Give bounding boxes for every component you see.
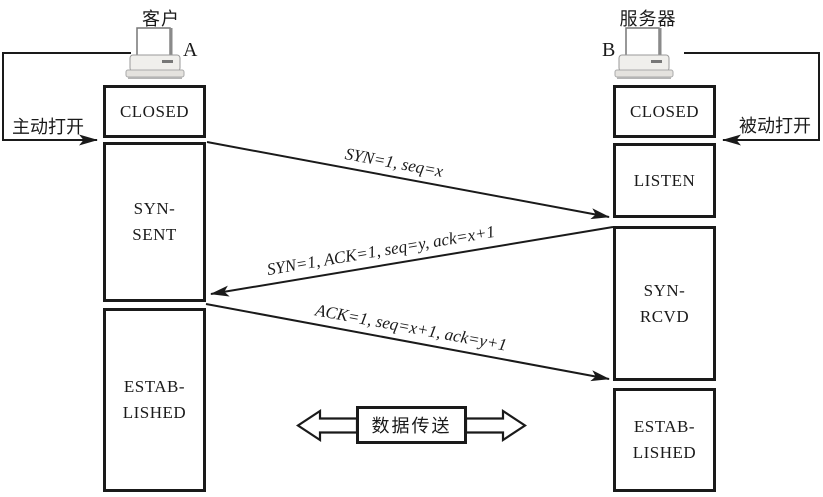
state-label-line: ESTAB- <box>633 417 696 436</box>
state-label-line: CLOSED <box>119 101 190 121</box>
data-transfer-right-arrow <box>464 408 527 443</box>
state-label-line: LISHED <box>632 443 697 462</box>
client-state-closed: CLOSED <box>103 85 206 138</box>
server-title: 服务器 <box>619 9 677 29</box>
active-open-label: 主动打开 <box>12 117 84 137</box>
state-label-line: CLOSED <box>629 101 700 121</box>
client-title: 客户 <box>142 9 180 29</box>
server-computer-icon <box>614 27 674 79</box>
state-label-line: SENT <box>132 225 177 244</box>
server-state-closed: CLOSED <box>613 85 716 138</box>
state-label-line: ESTAB- <box>123 377 186 396</box>
server-state-listen: LISTEN <box>613 143 716 218</box>
server-state-established: ESTAB- LISHED <box>613 388 716 492</box>
server-host-letter: B <box>602 39 616 61</box>
server-state-syn-rcvd: SYN- RCVD <box>613 226 716 381</box>
state-label-line: LISTEN <box>633 170 696 190</box>
state-label-line: SYN- <box>133 199 176 218</box>
client-host-letter: A <box>183 39 198 61</box>
client-state-established: ESTAB- LISHED <box>103 308 206 492</box>
client-state-syn-sent: SYN- SENT <box>103 142 206 302</box>
active-open-arrow <box>2 52 131 146</box>
state-label-line: RCVD <box>639 306 690 326</box>
ack-arrow <box>205 303 610 382</box>
state-label-line: SYN- <box>643 280 686 300</box>
data-transfer-left-arrow <box>296 408 359 443</box>
passive-open-arrow <box>684 52 820 146</box>
data-transfer-box: 数据传送 <box>356 406 467 444</box>
client-computer-icon <box>125 27 185 79</box>
syn-arrow <box>206 141 610 220</box>
state-label-line: LISHED <box>122 403 187 422</box>
passive-open-label: 被动打开 <box>739 116 811 136</box>
synack-arrow <box>210 226 614 297</box>
data-transfer-label: 数据传送 <box>371 416 452 436</box>
